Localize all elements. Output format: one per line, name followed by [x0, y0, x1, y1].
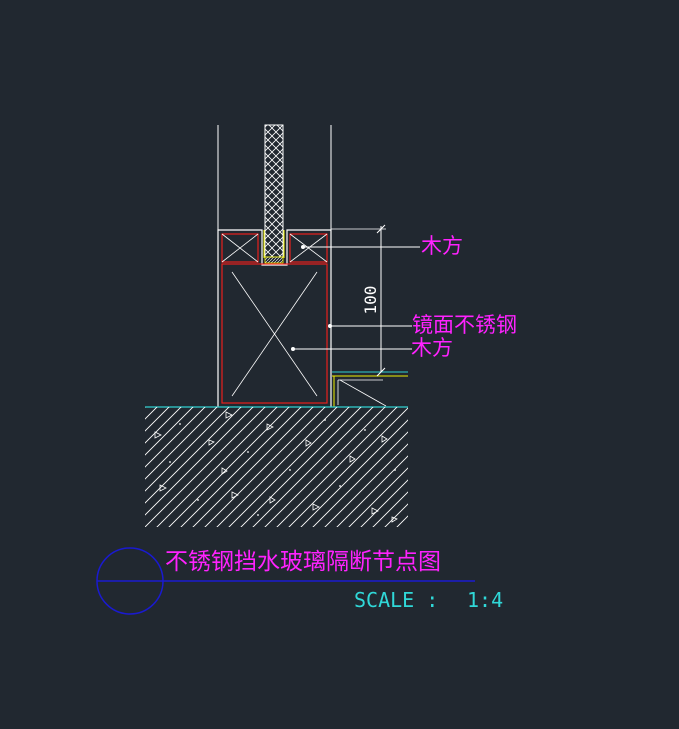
- concrete-slab: [145, 407, 408, 527]
- drawing-title: 不锈钢挡水玻璃隔断节点图: [165, 549, 441, 575]
- label-top-timber: 木方: [421, 234, 463, 258]
- scale-label: SCALE :: [354, 588, 438, 612]
- floor-finish: [332, 371, 408, 407]
- scale-value: 1:4: [467, 588, 503, 612]
- title-block: 不锈钢挡水玻璃隔断节点图 SCALE : 1:4: [96, 547, 503, 615]
- glass-partition: [217, 124, 332, 264]
- dimension-text: 100: [361, 286, 380, 315]
- leader-lines: [291, 245, 420, 351]
- stainless-channel: [217, 229, 332, 407]
- dimension-100: 100: [331, 224, 386, 377]
- label-mirror-stainless: 镜面不锈钢: [412, 313, 517, 337]
- label-core-timber: 木方: [411, 336, 453, 360]
